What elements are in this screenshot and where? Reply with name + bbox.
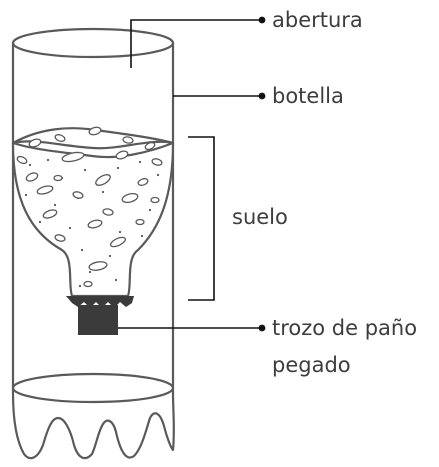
soil-pebble xyxy=(137,178,149,186)
bottle-neck-cloth xyxy=(66,296,134,335)
soil-pebble xyxy=(144,141,156,151)
soil-pebble xyxy=(88,126,102,136)
label-soil: suelo xyxy=(232,205,288,229)
soil-speck xyxy=(108,254,112,258)
soil-pebble xyxy=(115,150,129,160)
bottle-leader-dot xyxy=(258,92,266,100)
soil-pebble xyxy=(122,136,134,144)
soil-pebble xyxy=(25,172,39,182)
soil-speck xyxy=(28,163,32,167)
soil-speck xyxy=(118,230,122,234)
inverted-bottle-funnel xyxy=(11,127,175,298)
soil-speck xyxy=(116,166,120,170)
soil-speck xyxy=(53,203,57,207)
soil-bracket xyxy=(188,136,215,301)
soil-pebbles xyxy=(16,126,163,288)
soil-speck xyxy=(156,173,160,177)
opening-leader-dot xyxy=(258,16,266,24)
label-bottle: botella xyxy=(272,84,344,108)
soil-pebble xyxy=(54,134,66,142)
soil-pebble xyxy=(16,155,28,165)
bottle-base-seam xyxy=(11,372,175,404)
soil-pebble xyxy=(54,234,66,242)
soil-speck xyxy=(114,278,118,282)
soil-speck xyxy=(101,190,105,194)
soil-speck xyxy=(138,160,142,164)
bottle-top-opening xyxy=(11,27,175,59)
soil-pebble xyxy=(109,236,127,248)
soil-pebble xyxy=(61,151,85,163)
labels: abertura botella suelo trozo de paño peg… xyxy=(232,8,417,377)
soil-speck xyxy=(148,208,152,212)
soil-pebble xyxy=(87,219,103,229)
soil-speck xyxy=(78,284,82,288)
soil-pebble xyxy=(151,158,163,166)
soil-pebble xyxy=(102,208,114,216)
soil-speck xyxy=(140,234,144,238)
soil-speck xyxy=(46,158,50,162)
soil-speck xyxy=(88,270,92,274)
leader-lines xyxy=(118,16,266,332)
soil-pebble xyxy=(95,174,111,186)
opening-leader-line xyxy=(130,19,262,68)
soil-speck xyxy=(38,220,42,224)
label-opening: abertura xyxy=(272,8,363,32)
soil-speck xyxy=(83,168,87,172)
cloth-piece xyxy=(78,305,118,335)
label-cloth-line1: trozo de paño xyxy=(272,316,417,340)
soil-pebble xyxy=(72,191,84,199)
soil-pebble xyxy=(53,174,63,182)
soil-pebble xyxy=(121,192,139,204)
funnel-outline xyxy=(11,140,175,298)
soil-pebble xyxy=(42,209,58,219)
soil-speck xyxy=(80,248,84,252)
soil-pebble xyxy=(28,138,42,148)
soil-pebble xyxy=(150,196,160,204)
soil-pebble xyxy=(88,261,108,271)
soil-speck xyxy=(24,193,28,197)
soil-pebble xyxy=(135,218,145,226)
label-cloth-line2: pegado xyxy=(272,353,351,377)
bottle-cylinder xyxy=(11,27,175,460)
soil-pebble xyxy=(36,185,54,195)
cloth-leader-dot xyxy=(258,324,266,332)
soil-speck xyxy=(68,226,72,230)
bottle-petaloid-base xyxy=(11,391,175,460)
soil-pebble xyxy=(83,280,93,288)
